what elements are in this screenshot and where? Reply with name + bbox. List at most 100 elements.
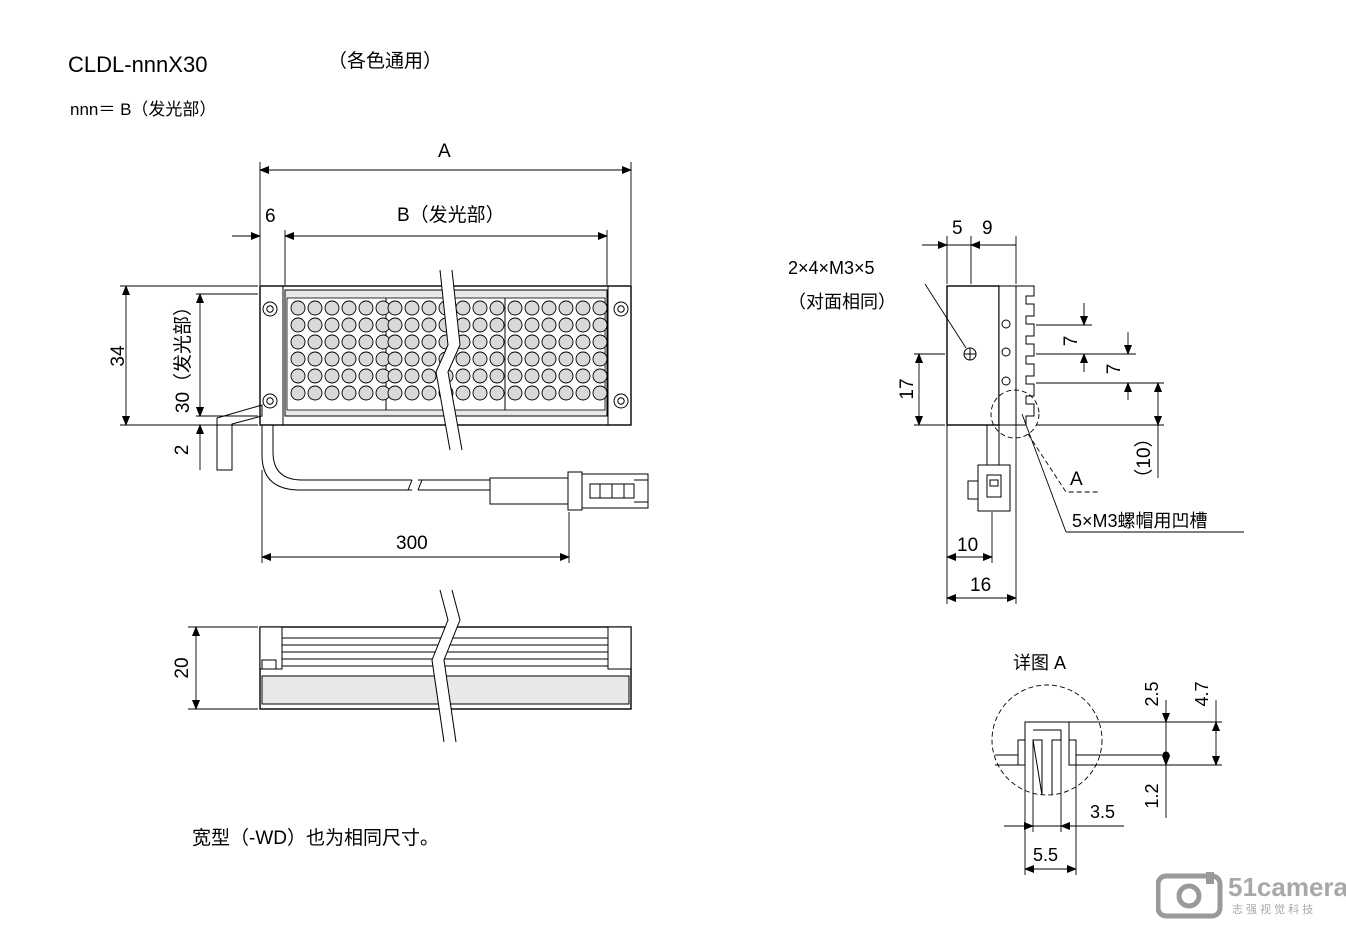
front-view: 34 30（发光部） 2 — [108, 162, 649, 563]
dim-17-label: 17 — [897, 378, 918, 399]
led-icon — [489, 385, 505, 401]
led-icon — [404, 368, 420, 384]
led-icon — [307, 300, 323, 316]
led-icon — [575, 351, 591, 367]
led-icon — [358, 351, 374, 367]
led-icon — [472, 351, 488, 367]
led-icon — [472, 300, 488, 316]
led-icon — [455, 368, 471, 384]
led-icon — [575, 334, 591, 350]
led-icon — [541, 317, 557, 333]
led-icon — [290, 385, 306, 401]
led-icon — [489, 334, 505, 350]
led-icon — [421, 385, 437, 401]
led-icon — [489, 351, 505, 367]
led-icon — [507, 351, 523, 367]
led-icon — [421, 368, 437, 384]
dim-9-label: 9 — [982, 218, 993, 239]
led-icon — [341, 317, 357, 333]
led-icon — [541, 334, 557, 350]
led-icon — [387, 368, 403, 384]
led-icon — [290, 334, 306, 350]
led-icon — [307, 368, 323, 384]
dim-7a-label: 7 — [1061, 336, 1082, 347]
led-icon — [324, 300, 340, 316]
screw-top-right-icon — [613, 301, 629, 317]
led-icon — [575, 317, 591, 333]
led-icon — [290, 317, 306, 333]
led-icon — [387, 351, 403, 367]
detail-ref-A: A — [1070, 469, 1083, 490]
led-icon — [524, 300, 540, 316]
led-icon — [575, 300, 591, 316]
led-icon — [324, 385, 340, 401]
dim-20-label: 20 — [172, 657, 193, 678]
model-note: （各色通用） — [328, 51, 443, 72]
screw-top-left-icon — [262, 301, 278, 317]
led-icon — [558, 300, 574, 316]
led-icon — [472, 368, 488, 384]
dim-7b-label: 7 — [1104, 364, 1125, 375]
led-icon — [341, 385, 357, 401]
led-icon — [307, 351, 323, 367]
led-icon — [507, 300, 523, 316]
led-icon — [387, 385, 403, 401]
led-icon — [489, 300, 505, 316]
led-icon — [592, 334, 608, 350]
led-icon — [307, 317, 323, 333]
led-icon — [592, 385, 608, 401]
led-icon — [507, 385, 523, 401]
led-icon — [358, 385, 374, 401]
led-icon — [558, 317, 574, 333]
led-icon — [592, 351, 608, 367]
detail-title: 详图 A — [1013, 653, 1067, 673]
led-icon — [455, 385, 471, 401]
led-icon — [472, 334, 488, 350]
watermark-tagline: 志 强 视 觉 科 技 — [1232, 904, 1314, 916]
led-icon — [358, 317, 374, 333]
nnn-definition: nnn＝ B（发光部） — [70, 100, 217, 119]
led-icon — [524, 368, 540, 384]
led-icon — [472, 385, 488, 401]
led-icon — [358, 334, 374, 350]
led-icon — [324, 334, 340, 350]
led-icon — [575, 368, 591, 384]
led-icon — [507, 317, 523, 333]
led-icon — [558, 385, 574, 401]
led-icon — [358, 300, 374, 316]
led-icon — [341, 368, 357, 384]
led-icon — [404, 351, 420, 367]
led-icon — [324, 317, 340, 333]
bottom-view: 20 — [172, 589, 632, 743]
led-icon — [341, 300, 357, 316]
led-icon — [404, 385, 420, 401]
dim-4-7-label: 4.7 — [1192, 681, 1212, 706]
led-icon — [507, 368, 523, 384]
watermark-logo-icon — [1155, 872, 1226, 925]
led-icon — [524, 334, 540, 350]
led-icon — [592, 368, 608, 384]
dim-A-label: A — [438, 141, 451, 162]
dim-10-paren-label: （10） — [1133, 428, 1155, 487]
screw-bottom-left-icon — [262, 393, 278, 409]
led-icon — [421, 317, 437, 333]
led-icon — [592, 300, 608, 316]
led-icon — [524, 317, 540, 333]
led-icon — [558, 334, 574, 350]
dim-6-label: 6 — [265, 206, 276, 227]
led-icon — [592, 317, 608, 333]
groove-label: 5×M3螺帽用凹槽 — [1072, 511, 1208, 531]
dim-B-label: B（发光部） — [397, 205, 505, 226]
led-icon — [489, 317, 505, 333]
led-icon — [421, 351, 437, 367]
led-icon — [421, 300, 437, 316]
led-array — [290, 300, 608, 401]
led-icon — [507, 334, 523, 350]
dim-5-label: 5 — [952, 218, 963, 239]
led-icon — [307, 385, 323, 401]
led-icon — [421, 334, 437, 350]
led-icon — [558, 351, 574, 367]
led-icon — [472, 317, 488, 333]
led-icon — [489, 368, 505, 384]
led-icon — [455, 351, 471, 367]
